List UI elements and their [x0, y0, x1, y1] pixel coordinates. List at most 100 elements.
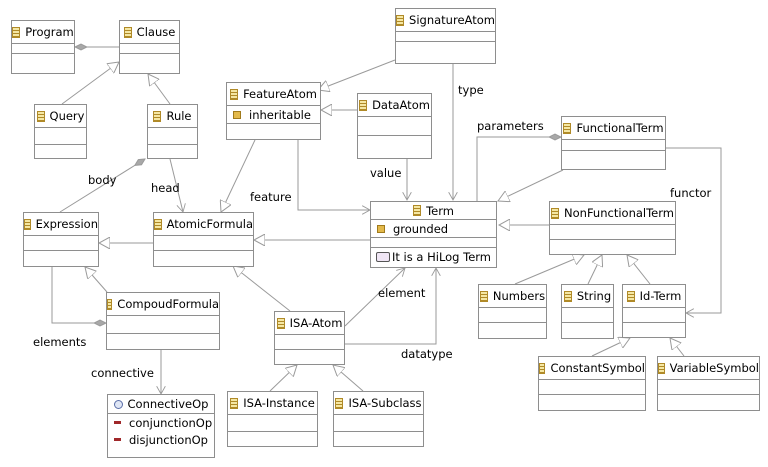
class-constant-symbol[interactable]: ConstantSymbol — [538, 356, 646, 411]
class-data-atom-header: DataAtom — [358, 94, 431, 117]
class-functional-term[interactable]: FunctionalTerm — [561, 116, 666, 170]
attribute-icon — [233, 110, 241, 119]
class-isa-subclass-header: ISA-Subclass — [334, 392, 423, 415]
class-compound-formula[interactable]: CompoudFormula — [106, 292, 220, 350]
class-isa-subclass[interactable]: ISA-Subclass — [333, 391, 424, 447]
class-query-attributes — [35, 128, 86, 145]
class-id-term[interactable]: Id-Term — [622, 284, 686, 338]
class-term-attributes: grounded — [371, 220, 496, 238]
class-isa-atom[interactable]: ISA-Atom — [274, 311, 345, 365]
class-feature-atom[interactable]: FeatureAtom inheritable — [226, 82, 321, 140]
class-icon — [107, 298, 113, 310]
attribute-row[interactable]: grounded — [371, 220, 496, 237]
isasubclass-generalization — [333, 365, 364, 392]
class-icon — [335, 397, 344, 409]
enum-connective-op-header: ConnectiveOp — [108, 395, 214, 414]
class-term[interactable]: Term grounded It is a HiLog Term — [370, 201, 497, 268]
class-expression[interactable]: Expression — [23, 212, 99, 267]
class-program-name: Program — [25, 25, 74, 39]
attribute-inheritable: inheritable — [249, 107, 311, 122]
label-feature: feature — [250, 190, 292, 204]
class-icon — [230, 397, 239, 409]
class-signature-atom[interactable]: SignatureAtom — [395, 8, 496, 64]
class-compound-formula-header: CompoudFormula — [107, 293, 219, 316]
class-isa-instance-header: ISA-Instance — [228, 392, 317, 415]
class-icon — [479, 290, 488, 302]
attribute-row[interactable]: inheritable — [227, 106, 320, 123]
class-isa-instance[interactable]: ISA-Instance — [227, 391, 318, 447]
class-variable-symbol-operations — [658, 395, 759, 404]
class-variable-symbol-name: VariableSymbol — [669, 361, 759, 375]
literal-row[interactable]: conjunctionOp — [108, 414, 214, 431]
class-program[interactable]: Program — [11, 20, 75, 74]
rule-generalization — [148, 74, 171, 105]
class-term-header: Term — [371, 202, 496, 220]
class-functional-term-header: FunctionalTerm — [562, 117, 665, 140]
class-compound-formula-name: CompoudFormula — [117, 297, 219, 311]
class-rule[interactable]: Rule — [147, 104, 198, 159]
class-rule-attributes — [148, 128, 197, 145]
class-icon — [658, 362, 665, 374]
signature-generalization — [318, 59, 396, 90]
label-body: body — [88, 173, 117, 187]
class-isa-subclass-attributes — [334, 415, 423, 432]
class-clause-header: Clause — [120, 21, 179, 44]
class-icon — [154, 218, 162, 230]
class-program-operations — [12, 54, 74, 63]
literal-row[interactable]: disjunctionOp — [108, 431, 214, 448]
elements-link — [51, 267, 106, 323]
string-generalization — [587, 255, 602, 285]
enum-connective-op[interactable]: ConnectiveOp conjunctionOp disjunctionOp — [107, 394, 215, 458]
class-non-functional-term[interactable]: NonFunctionalTerm — [549, 201, 676, 255]
label-connective: connective — [91, 366, 154, 380]
class-icon — [563, 290, 572, 302]
class-icon — [359, 99, 368, 111]
class-signature-atom-operations — [396, 42, 495, 51]
class-clause-name: Clause — [136, 25, 176, 39]
class-string[interactable]: String — [561, 284, 614, 339]
class-non-functional-term-header: NonFunctionalTerm — [550, 202, 675, 225]
attribute-grounded: grounded — [393, 221, 449, 236]
class-icon — [230, 88, 239, 100]
isaatom-generalization — [233, 266, 291, 312]
class-icon — [396, 14, 405, 26]
class-compound-formula-attributes — [107, 316, 219, 334]
class-variable-symbol-attributes — [658, 380, 759, 395]
class-rule-name: Rule — [166, 109, 192, 123]
class-atomic-formula[interactable]: AtomicFormula — [153, 212, 254, 267]
class-functional-term-operations — [562, 151, 665, 160]
variablesymbol-generalization — [670, 338, 685, 357]
class-feature-atom-operations — [227, 124, 320, 133]
class-term-operations — [371, 238, 496, 248]
class-expression-name: Expression — [35, 217, 98, 231]
class-data-atom[interactable]: DataAtom — [357, 93, 432, 159]
class-numbers-operations — [479, 323, 546, 332]
class-id-term-operations — [623, 323, 685, 332]
class-non-functional-term-attributes — [550, 225, 675, 240]
label-type: type — [458, 83, 484, 97]
class-signature-atom-name: SignatureAtom — [409, 13, 495, 27]
class-isa-atom-operations — [275, 350, 344, 359]
class-icon — [563, 122, 572, 134]
enum-connective-op-literals: conjunctionOp disjunctionOp — [108, 414, 214, 448]
enumeration-icon — [113, 399, 123, 409]
class-numbers[interactable]: Numbers — [478, 284, 547, 339]
class-isa-atom-name: ISA-Atom — [289, 316, 343, 330]
class-variable-symbol[interactable]: VariableSymbol — [657, 356, 760, 411]
class-icon — [276, 317, 285, 329]
class-isa-atom-attributes — [275, 335, 344, 350]
class-rule-operations — [148, 145, 197, 154]
isainstance-generalization — [269, 365, 297, 392]
class-expression-operations — [24, 251, 98, 260]
class-functional-term-name: FunctionalTerm — [576, 121, 664, 135]
featureatom-generalization — [221, 139, 256, 212]
class-clause[interactable]: Clause — [119, 20, 180, 74]
class-non-functional-term-operations — [550, 240, 675, 249]
class-query[interactable]: Query — [34, 104, 87, 159]
label-functor: functor — [670, 186, 712, 200]
class-term-note: It is a HiLog Term — [371, 248, 496, 265]
body-link — [59, 159, 145, 213]
term-note-text: It is a HiLog Term — [392, 249, 492, 264]
class-icon — [626, 290, 635, 302]
class-isa-instance-attributes — [228, 415, 317, 432]
